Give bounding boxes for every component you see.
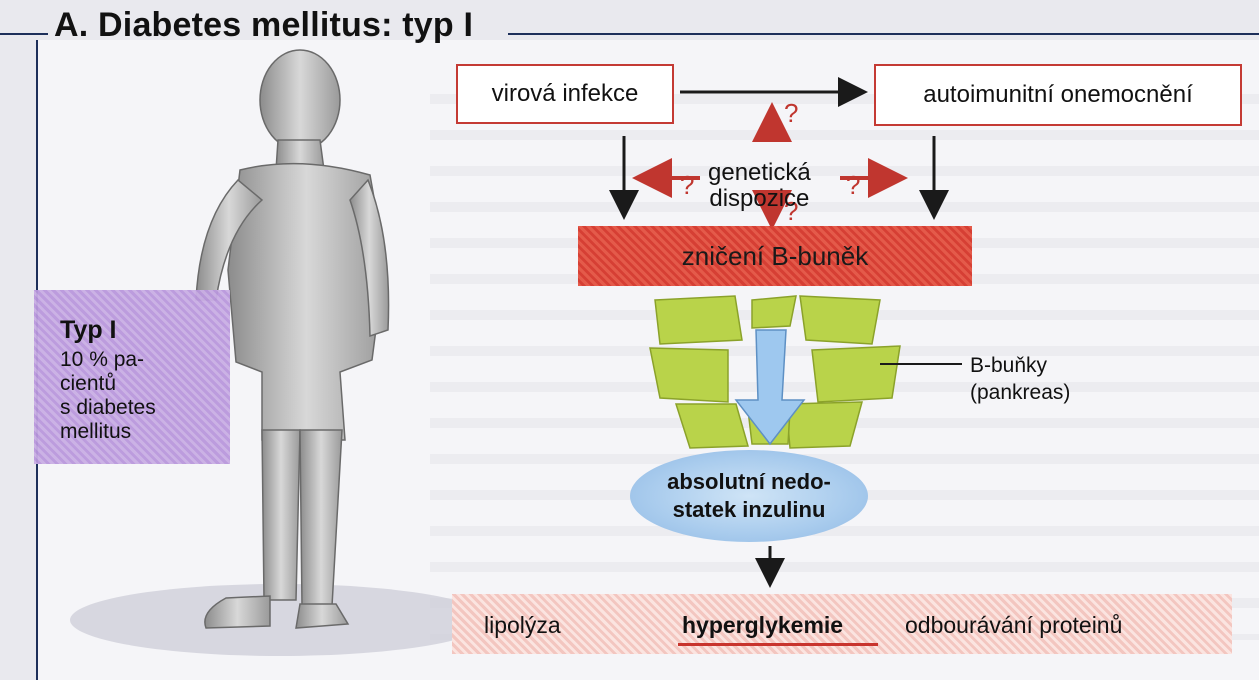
type-one-description: 10 % pa- cientů s diabetes mellitus (60, 348, 230, 444)
insulin-line-1: absolutní nedo- (667, 468, 831, 496)
genetic-line-1: genetická (708, 160, 811, 186)
hyperglycemia-label: hyperglykemie (682, 612, 843, 639)
insulin-line-2: statek inzulinu (667, 496, 831, 524)
bcell-destruction-bar: zničení B-buněk (578, 226, 972, 286)
hyperglycemia-underline (678, 643, 878, 646)
proteolysis-label: odbourávání proteinů (905, 612, 1122, 639)
autoimmune-disease-box: autoimunitní onemocnění (874, 64, 1242, 126)
type-line-3: s diabetes (60, 396, 230, 420)
question-mark-right: ? (846, 170, 860, 201)
viral-infection-box: virová infekce (456, 64, 674, 124)
genetic-line-2: dispozice (708, 186, 811, 212)
type-line-2: cientů (60, 372, 230, 396)
type-line-1: 10 % pa- (60, 348, 230, 372)
lipolysis-label: lipolýza (484, 612, 561, 639)
bcells-line-2: (pankreas) (970, 379, 1070, 406)
question-mark-up: ? (784, 98, 798, 129)
question-mark-left: ? (680, 170, 694, 201)
type-one-title: Typ I (60, 316, 116, 345)
type-line-4: mellitus (60, 420, 230, 444)
bcells-line-1: B-buňky (970, 352, 1070, 379)
bcells-label: B-buňky (pankreas) (970, 352, 1070, 406)
genetic-predisposition-label: genetická dispozice (708, 160, 811, 212)
insulin-deficiency-ellipse: absolutní nedo- statek inzulinu (630, 450, 868, 542)
